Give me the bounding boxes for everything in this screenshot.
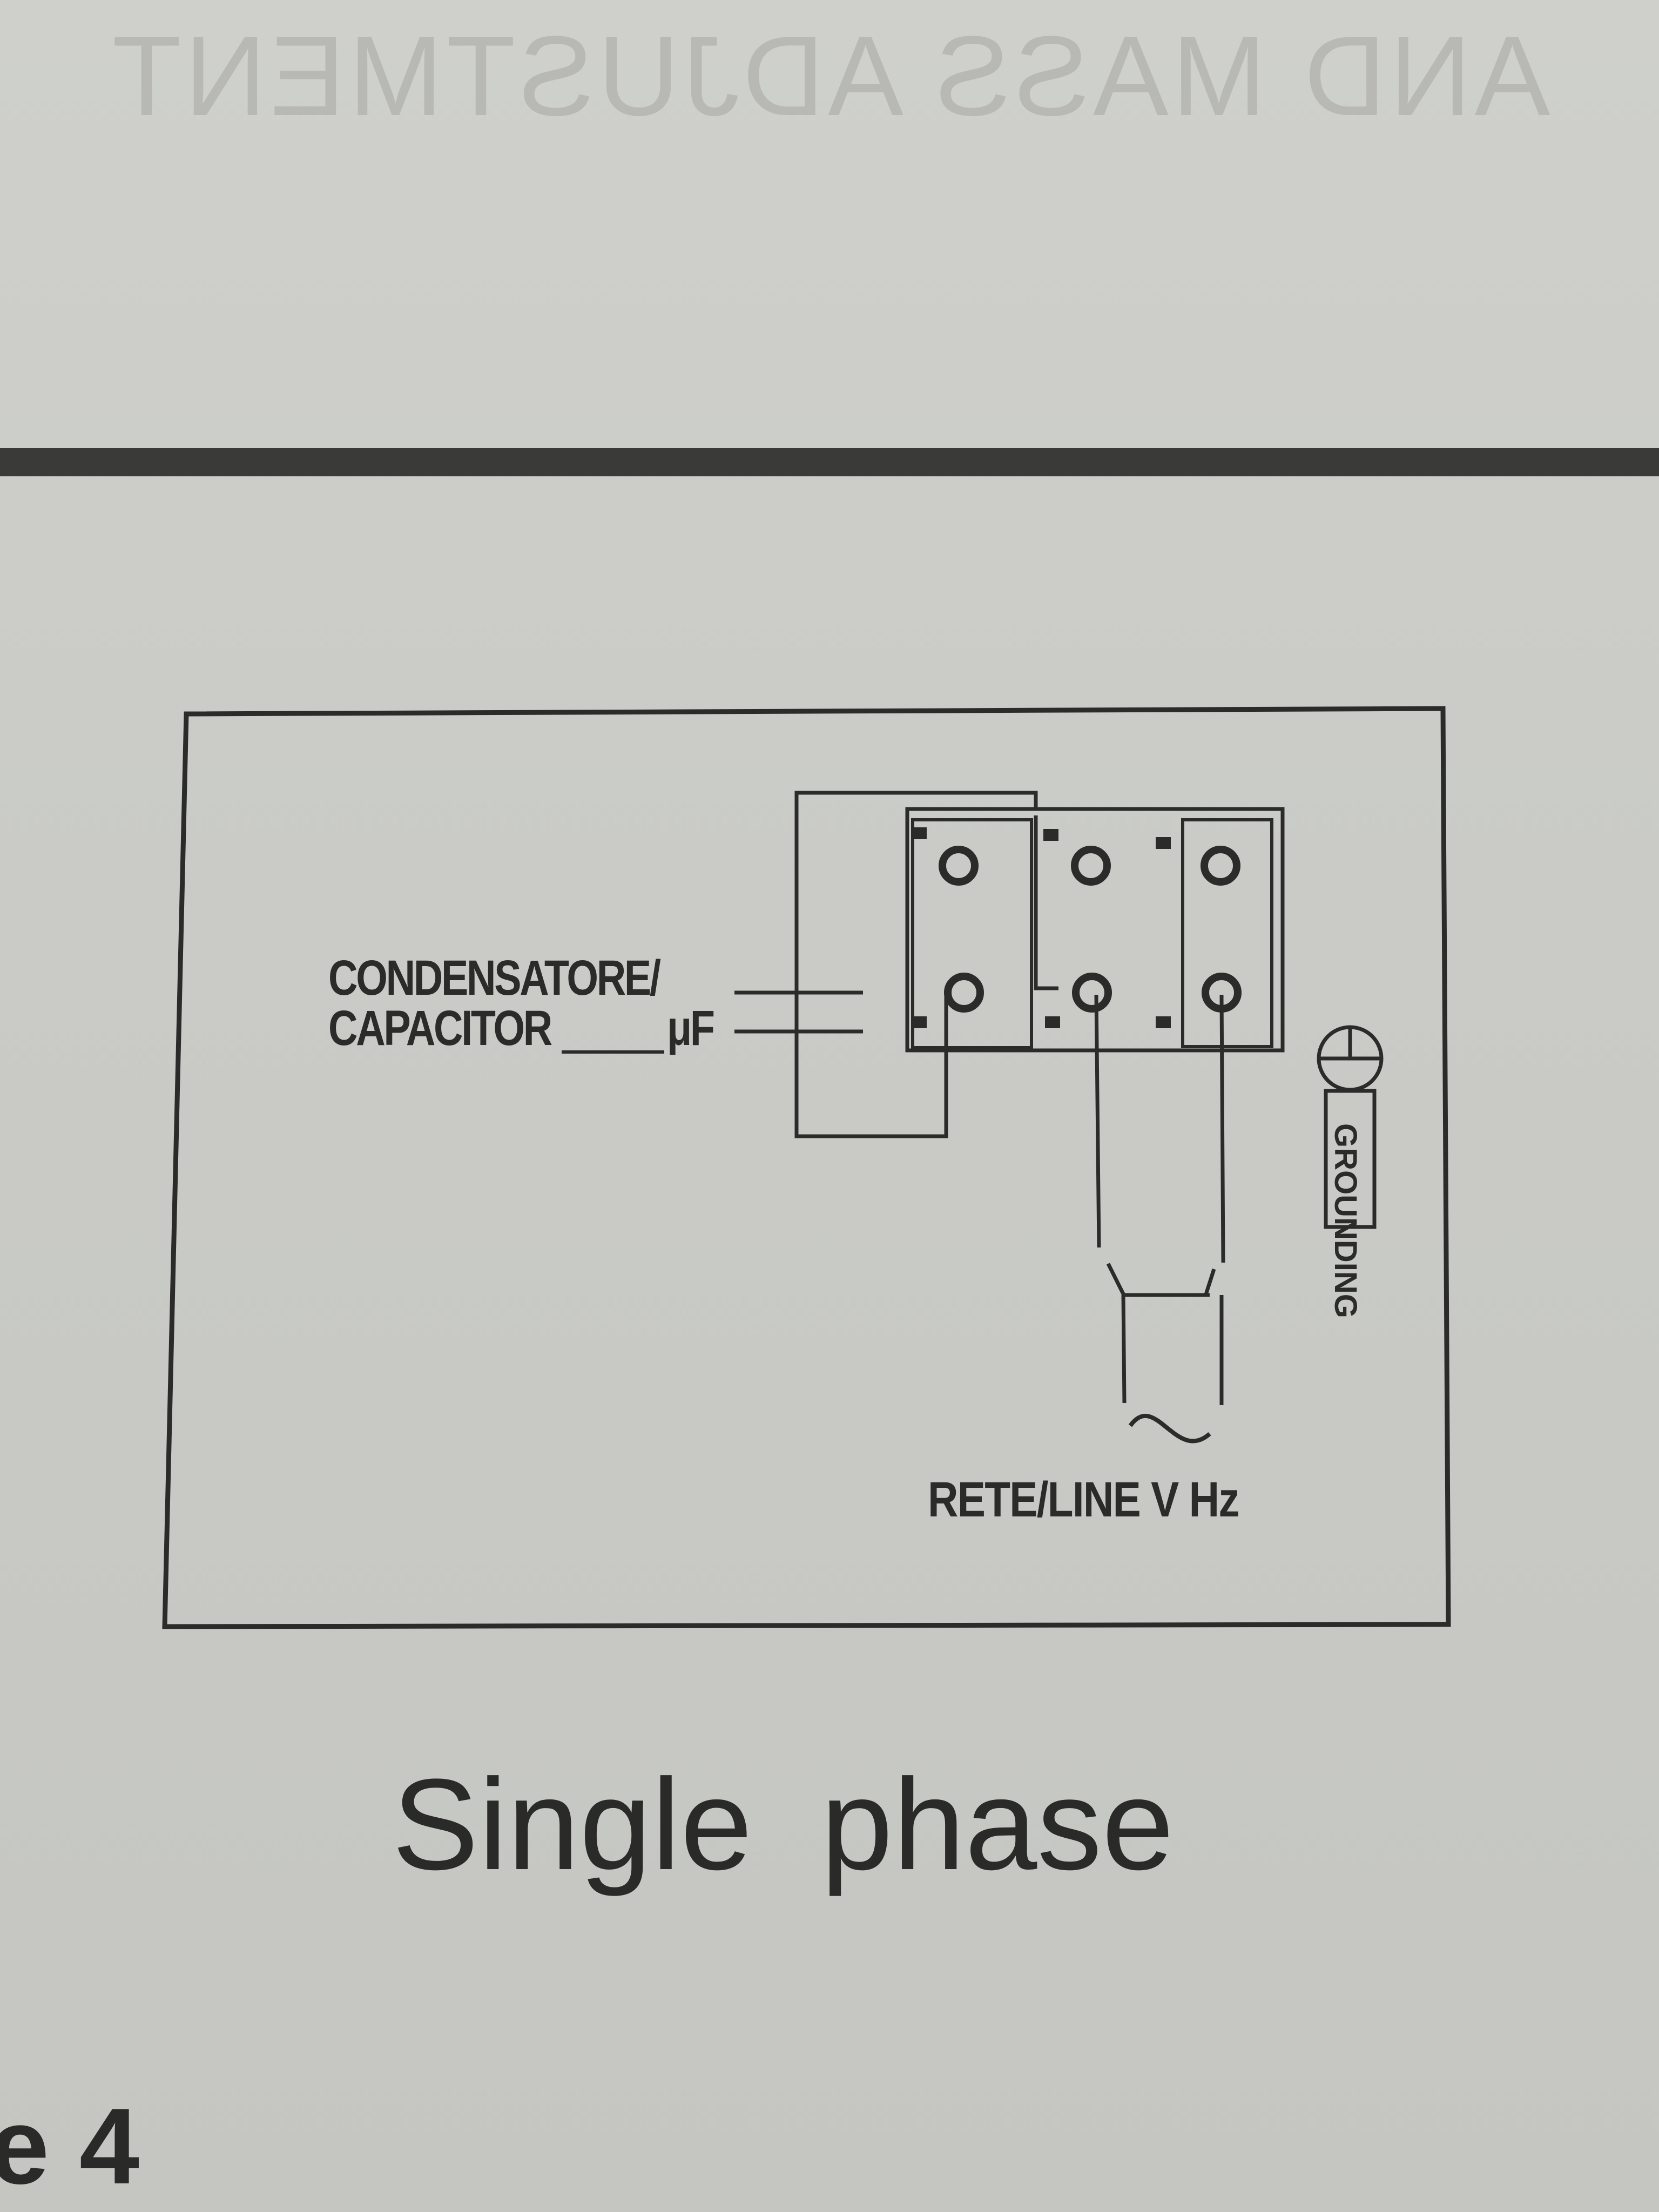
switch-contact-right [1203,1268,1216,1297]
line-voltage-label: RETE/LINE V Hz [928,1472,1240,1527]
capacitor-label-line1: CONDENSATORE/ [328,950,661,1006]
terminal-u2-icon [1071,846,1111,886]
grounding-label: GROUNDING [1328,1123,1363,1318]
terminal-w1-icon [1202,973,1242,1013]
capacitor-loop-wire [794,791,1038,1045]
capacitor-lower-wire [794,995,948,1138]
ground-terminal [1324,1089,1377,1229]
capacitor-label-line2: CAPACITOR [328,1001,552,1056]
line-lead-left [1121,1294,1127,1404]
jumper-right [1181,818,1273,1048]
line-wire-left [1094,994,1101,1248]
jumper-left [911,818,1033,1049]
terminal-block [905,807,1285,1053]
diagram-frame [162,706,1451,1629]
terminal-w2-icon [939,846,979,886]
figure-number: e 4 [0,2086,140,2207]
line-wire-right [1219,994,1225,1263]
jumper-middle [1034,815,1058,990]
terminal-v1-icon [1072,973,1112,1013]
figure-caption: Single phase [392,1752,1174,1897]
capacitor-unit: μF [667,1001,715,1056]
switch-contact-left [1106,1263,1127,1297]
terminal-v2-icon [1201,846,1240,886]
terminal-u1-icon [944,973,984,1013]
section-divider [0,448,1659,476]
ac-source-icon [1128,1414,1211,1444]
